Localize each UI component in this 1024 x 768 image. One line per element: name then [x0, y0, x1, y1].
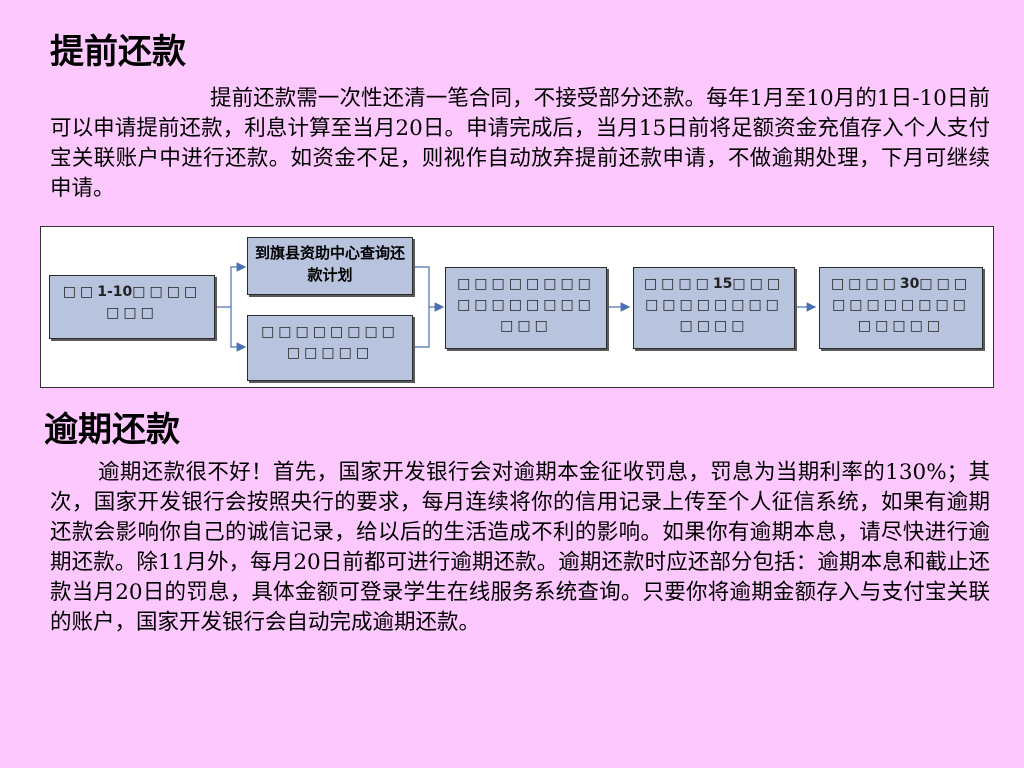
- connector-join-top: [415, 266, 430, 307]
- overdue-paragraph: 逾期还款很不好！首先，国家开发银行会对逾期本金征收罚息，罚息为当期利率的130%…: [50, 460, 990, 635]
- arrow-to-bottom-box: [230, 307, 247, 352]
- flow-box-step2-bottom: □□□□□□□□□□□□□: [247, 315, 413, 381]
- flow-box-step4: □□□□15□□□□□□□□□□□□□□□: [633, 267, 795, 349]
- flowchart-connectors: [215, 262, 817, 352]
- prepayment-paragraph: 提前还款需一次性还清一笔合同，不接受部分还款。每年1月至10月的1日-10日前可…: [50, 86, 990, 201]
- flow-box-query-plan: 到旗县资助中心查询还款计划: [247, 237, 413, 295]
- flow-box-step1: □□1-10□□□□□□□: [49, 275, 215, 339]
- flow-box-step3: □□□□□□□□□□□□□□□□□□□: [445, 267, 607, 349]
- section-title-prepayment: 提前还款: [50, 32, 186, 72]
- arrow-to-top-box: [230, 262, 247, 307]
- section-title-overdue: 逾期还款: [44, 410, 180, 450]
- flowchart: □□1-10□□□□□□□ 到旗县资助中心查询还款计划 □□□□□□□□□□□□…: [40, 226, 994, 388]
- connector-join-bottom: [415, 307, 430, 348]
- flow-box-step5: □□□□30□□□□□□□□□□□□□□□□: [819, 267, 983, 349]
